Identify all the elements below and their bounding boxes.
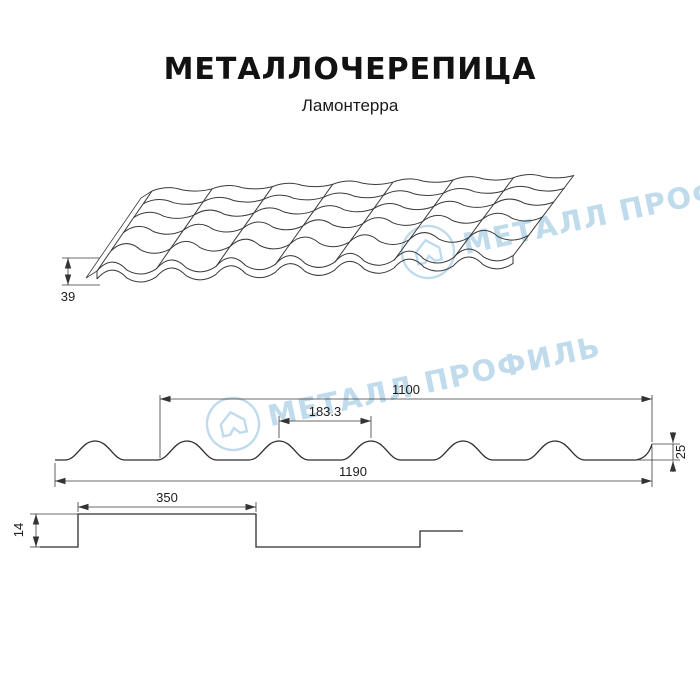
dim-wave-pitch-label: 183.3 <box>309 404 342 419</box>
tile-sheet-line <box>512 174 575 257</box>
logo-circle <box>400 224 456 280</box>
tile-sheet-line <box>393 179 454 261</box>
tile-sheet-line <box>123 212 543 235</box>
sheet-edge-strip <box>85 190 153 279</box>
tile-sheet-line <box>334 181 394 263</box>
house-icon <box>414 238 444 266</box>
page-subtitle: Ламонтерра <box>301 96 399 115</box>
dim-profile-height-label: 25 <box>673 445 688 459</box>
step-profile-curve <box>40 513 463 548</box>
tile-sheet-line <box>96 190 153 272</box>
tile-sheet-line <box>110 229 529 254</box>
step-profile-view: 350 14 <box>11 490 463 548</box>
tile-sheet-line <box>142 185 565 205</box>
tile-sheet-line <box>274 183 334 265</box>
tile-sheet-line <box>215 186 274 267</box>
tile-sheet <box>96 173 575 283</box>
tile-sheet-line <box>133 198 554 219</box>
logo-circle <box>205 396 261 452</box>
dim-full-width-label: 1190 <box>339 464 367 479</box>
watermark-label: МЕТАЛЛ ПРОФИЛЬ <box>460 157 700 261</box>
tile-sheet-line <box>155 188 213 270</box>
dim-working-width-label: 1100 <box>392 382 420 397</box>
tile-sheet-line <box>453 177 515 259</box>
dim-front-height-label: 39 <box>61 289 75 304</box>
dim-module-length-label: 350 <box>156 490 178 505</box>
tile-sheet-line <box>151 173 574 192</box>
tile-sheet-line <box>96 248 514 275</box>
tile-sheet-line <box>96 256 514 283</box>
profile-curve <box>55 440 653 461</box>
dim-step-height-label: 14 <box>11 523 26 537</box>
house-icon <box>219 410 249 438</box>
perspective-view: 39 <box>61 173 575 304</box>
page-title: МЕТАЛЛОЧЕРЕПИЦА <box>163 52 537 87</box>
cross-section-view: 1100 183.3 1190 25 <box>54 382 688 487</box>
